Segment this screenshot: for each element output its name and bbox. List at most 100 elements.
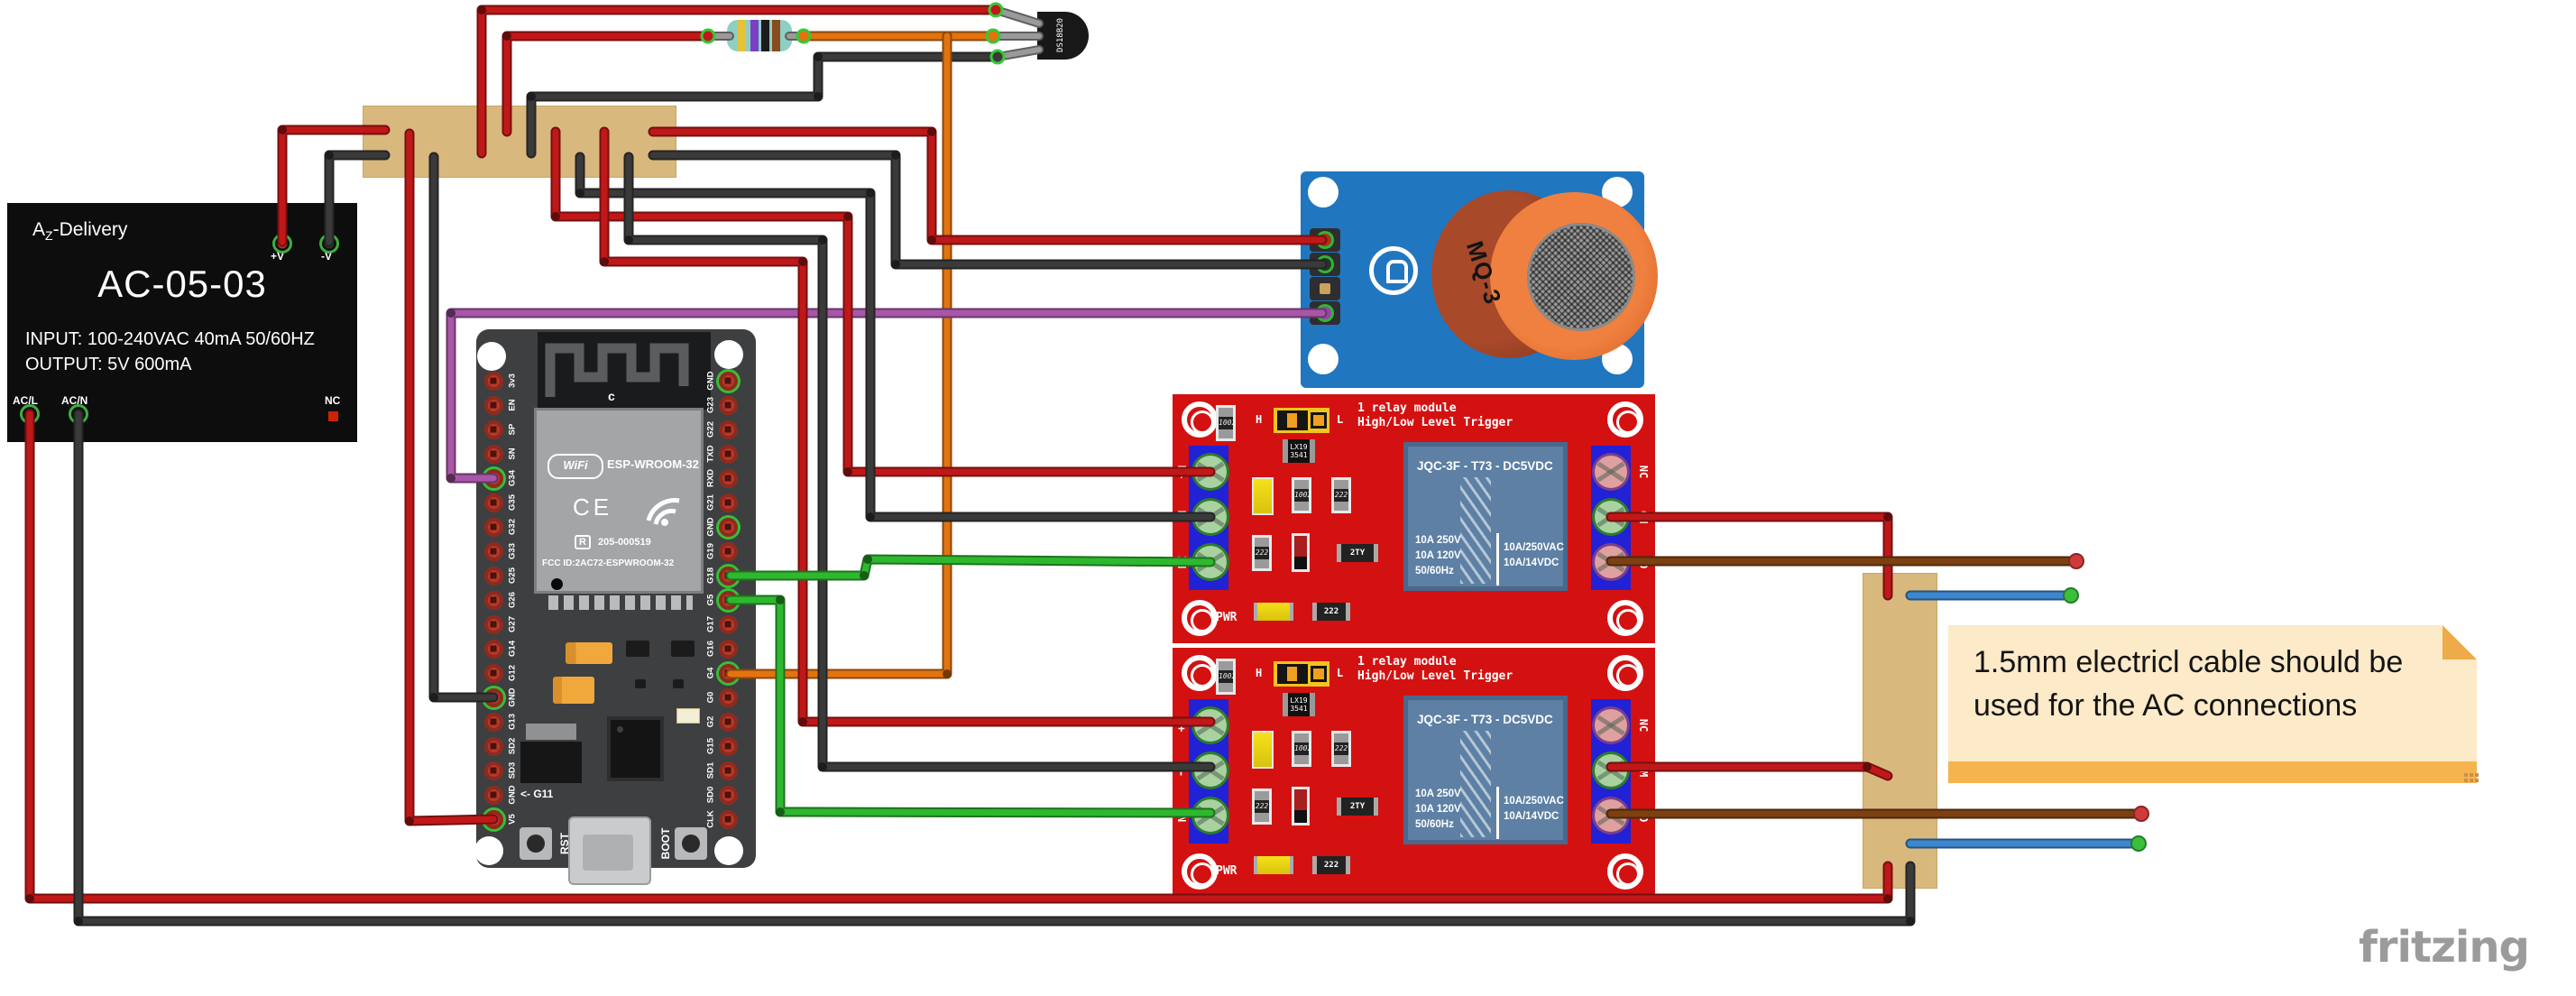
reg-r-mark: R bbox=[575, 535, 591, 549]
boot-button[interactable] bbox=[675, 827, 707, 860]
esp32-pin-g21-right[interactable] bbox=[718, 493, 738, 512]
esp32-pin-g33-left[interactable] bbox=[483, 541, 503, 561]
esp32-pin-sd2-left[interactable] bbox=[483, 736, 503, 756]
wire-mq3-a0-to-esp-g34[interactable] bbox=[447, 309, 1326, 482]
esp32-pin-sd3-left[interactable] bbox=[483, 761, 503, 780]
esp32-pin-g23-right[interactable] bbox=[718, 395, 738, 415]
g11-label: <- G11 bbox=[520, 788, 554, 800]
ds18b20-sensor[interactable]: DS18B20 bbox=[1037, 12, 1089, 60]
esp32-pin-g0-right[interactable] bbox=[718, 687, 738, 707]
esp32-pin-g15-right[interactable] bbox=[718, 736, 738, 756]
wire-neutral-out-1-end-cap[interactable] bbox=[2063, 587, 2079, 604]
esp32-board[interactable]: c WiFi ESP-WROOM-32 CE R 205-000519 FCC … bbox=[474, 329, 756, 885]
flyback-diode bbox=[1292, 787, 1310, 825]
esp32-pin-clk-right[interactable] bbox=[718, 809, 738, 829]
esp32-pin-g19-right[interactable] bbox=[718, 541, 738, 561]
wire-junction[interactable] bbox=[700, 28, 716, 44]
relay-mount-hole bbox=[1607, 600, 1643, 636]
ce-mark: CE bbox=[573, 493, 613, 521]
esp32-pin-sn-left[interactable] bbox=[483, 444, 503, 464]
wifi-arcs-icon bbox=[646, 498, 680, 526]
power-supply-brand: AZ-Delivery bbox=[32, 219, 128, 244]
wire-rail-to-mq3-gnd[interactable] bbox=[649, 152, 1326, 268]
wire-relay1-no-output-end-cap[interactable] bbox=[2068, 553, 2084, 569]
terminal-nc[interactable] bbox=[1595, 456, 1627, 488]
wire-junction[interactable] bbox=[988, 2, 1004, 18]
esp32-pin-sd0-right[interactable] bbox=[718, 785, 738, 805]
relay-module-1[interactable]: D+ D- IN NC CM NO H L 1 relay module Hig… bbox=[1173, 394, 1655, 643]
esp32-pin-en-left[interactable] bbox=[483, 395, 503, 415]
power-supply-module[interactable]: AZ-Delivery AC-05-03 INPUT: 100-240VAC 4… bbox=[7, 203, 357, 442]
esp32-mount-hole bbox=[714, 340, 743, 369]
esp32-pin-g2-right[interactable] bbox=[718, 712, 738, 732]
band-yellow bbox=[738, 20, 746, 51]
wire-pullup-resistor-to-rail[interactable] bbox=[503, 32, 712, 135]
esp32-pin-g27-left[interactable] bbox=[483, 614, 503, 634]
note-resize-handle[interactable] bbox=[2464, 773, 2468, 777]
esp32-pin-3v3-left[interactable] bbox=[483, 371, 503, 391]
esp32-pin-gnd-right[interactable] bbox=[718, 517, 738, 537]
mq3-mount-hole bbox=[1308, 177, 1339, 208]
relay-mount-hole bbox=[1182, 853, 1218, 890]
jumper-l-label: L bbox=[1337, 413, 1344, 426]
esp32-pin-g26-left[interactable] bbox=[483, 590, 503, 610]
esp32-pin-sd1-right[interactable] bbox=[718, 761, 738, 780]
annotation-note[interactable]: 1.5mm electricl cable should be used for… bbox=[1948, 625, 2477, 783]
wire-rail-to-mq3-vcc[interactable] bbox=[649, 128, 1326, 244]
esp32-pin-g25-left[interactable] bbox=[483, 566, 503, 586]
relay-mount-hole bbox=[1182, 655, 1218, 691]
mq3-mount-hole bbox=[1308, 344, 1339, 374]
terminal-nc[interactable] bbox=[1595, 709, 1627, 742]
wire-junction[interactable] bbox=[989, 49, 1006, 65]
pullup-resistor-4k7[interactable] bbox=[727, 20, 792, 51]
fcc-id: FCC ID:2AC72-ESPWROOM-32 bbox=[542, 558, 675, 568]
hl-jumper[interactable] bbox=[1274, 408, 1329, 433]
smd-resistor-1002: 1002 bbox=[1216, 659, 1236, 695]
relay-mount-hole bbox=[1182, 600, 1218, 636]
mq3-pin-3[interactable] bbox=[1310, 277, 1340, 300]
esp32-mount-hole bbox=[477, 342, 506, 371]
esp32-pin-txd-right[interactable] bbox=[718, 444, 738, 464]
transistor-2ty: 2TY bbox=[1337, 544, 1378, 562]
wire-ac-live[interactable] bbox=[26, 410, 1891, 902]
esp32-pin-g14-left[interactable] bbox=[483, 639, 503, 659]
wire-junction[interactable] bbox=[985, 28, 1001, 44]
pwr-label: PWR bbox=[1216, 864, 1237, 878]
ac-distribution-strip[interactable] bbox=[1863, 573, 1937, 889]
wire-neutral-out-2-end-cap[interactable] bbox=[2130, 835, 2147, 852]
esp32-pin-sp-left[interactable] bbox=[483, 420, 503, 439]
capacitor bbox=[553, 677, 594, 704]
esp32-pin-g16-right[interactable] bbox=[718, 639, 738, 659]
jumper-h-label: H bbox=[1256, 413, 1263, 426]
wire-ac-neutral[interactable] bbox=[75, 410, 1914, 925]
transistor-2ty: 2TY bbox=[1337, 798, 1378, 816]
wire-junction[interactable] bbox=[796, 28, 812, 44]
wire-rail-to-esp-gnd[interactable] bbox=[430, 153, 497, 701]
wire-esp-g18-to-relay1-in[interactable] bbox=[727, 556, 1214, 579]
wire-minusv-to-rail[interactable] bbox=[326, 152, 389, 245]
smd-resistor-222: 222 bbox=[1252, 535, 1272, 571]
esp32-pin-g32-left[interactable] bbox=[483, 517, 503, 537]
power-supply-model: AC-05-03 bbox=[97, 263, 267, 305]
status-led bbox=[1252, 731, 1274, 769]
esp32-pin-g17-right[interactable] bbox=[718, 614, 738, 634]
hl-jumper[interactable] bbox=[1274, 661, 1329, 687]
esp32-pin-g12-left[interactable] bbox=[483, 663, 503, 683]
wire-relay2-no-output-end-cap[interactable] bbox=[2133, 806, 2149, 822]
wire-rail-to-relay1-dplus[interactable] bbox=[552, 128, 1214, 475]
relay-mount-hole bbox=[1607, 401, 1643, 438]
esp32-pin-gnd-right[interactable] bbox=[718, 371, 738, 391]
esp32-antenna bbox=[538, 332, 711, 410]
relay-title-1: 1 relay module bbox=[1357, 655, 1457, 669]
esp32-pin-g35-left[interactable] bbox=[483, 493, 503, 512]
esp32-pin-rxd-right[interactable] bbox=[718, 468, 738, 488]
rst-button[interactable] bbox=[520, 827, 552, 860]
esp32-pin-g22-right[interactable] bbox=[718, 420, 738, 439]
relay-module-2[interactable]: D+ D- IN NC CM NO H L 1 relay module Hig… bbox=[1173, 648, 1655, 897]
esp32-pin-gnd-left[interactable] bbox=[483, 785, 503, 805]
micro-usb-port[interactable] bbox=[568, 816, 651, 885]
note-drag-bar[interactable] bbox=[1948, 761, 2477, 783]
esp32-pin-g13-left[interactable] bbox=[483, 712, 503, 732]
wire-esp-g5-to-relay2-in[interactable] bbox=[727, 596, 1214, 816]
